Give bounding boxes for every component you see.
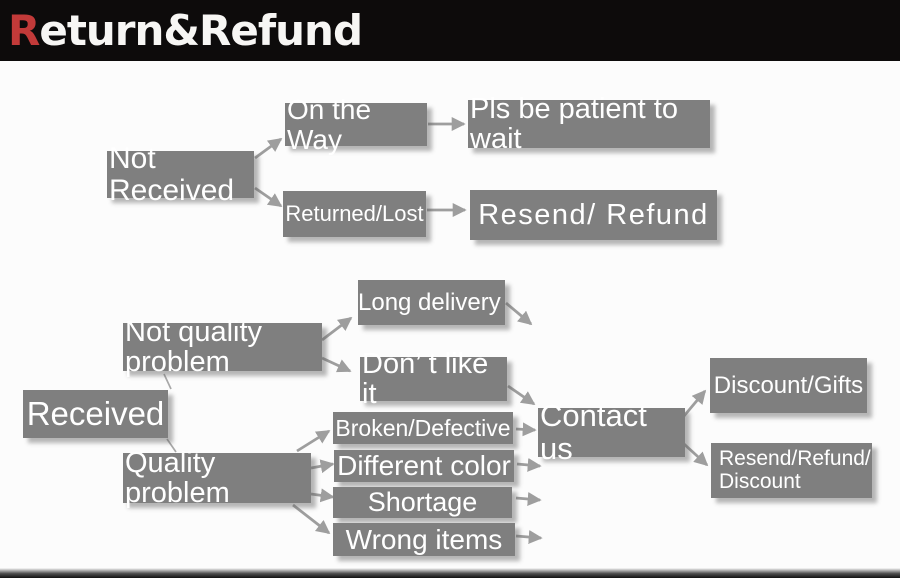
node-dont-like-it: Don’ t like it: [360, 348, 507, 409]
title-banner: Return&Refund: [0, 0, 900, 61]
node-contact-us: Contact us: [538, 399, 685, 464]
node-resend-refund: Resend/ Refund: [470, 190, 717, 240]
node-not-quality-problem: Not quality problem: [123, 316, 322, 377]
node-quality-problem-label: Quality problem: [125, 446, 230, 509]
node-broken-defective: Broken/Defective: [333, 412, 513, 444]
node-contact-us-label: Contact us: [540, 397, 647, 466]
node-discount-gifts: Discount/Gifts: [710, 358, 867, 413]
page-title: Return&Refund: [8, 9, 363, 52]
node-dont-like-it-label: Don’ t like it: [362, 347, 489, 410]
arrow-nqp-to-dont-like-it: [321, 356, 352, 373]
arrow-long-delivery-out: [505, 301, 533, 326]
node-resend-refund-label: Resend/ Refund: [478, 198, 709, 231]
node-on-the-way: On the Way: [285, 95, 427, 154]
node-received-label: Received: [26, 394, 165, 432]
arrow-wrong-items-out: [515, 530, 543, 544]
node-not-received: Not Received: [107, 143, 254, 206]
title-rest-text: eturn&Refund: [39, 5, 363, 55]
title-accent-letter: R: [8, 5, 40, 55]
arrow-different-color-out: [516, 457, 542, 472]
node-returned-lost: Returned/Lost: [283, 191, 426, 237]
node-pls-be-patient: Pls be patient to wait: [468, 93, 710, 154]
arrow-not-received-to-on-the-way: [254, 137, 283, 160]
node-resend-refund-discount-label: Resend/Refund/ Discount: [719, 447, 871, 493]
arrow-qp-to-different-color: [310, 459, 335, 474]
node-on-the-way-label: On the Way: [287, 94, 372, 155]
node-long-delivery-label: Long delivery: [358, 288, 501, 316]
arrow-broken-defective-to-contact-us: [515, 422, 537, 437]
connector-received-to-quality-line: [166, 438, 177, 453]
node-discount-gifts-label: Discount/Gifts: [713, 371, 864, 399]
connector-nqp-to-received-line: [163, 373, 172, 390]
node-not-quality-problem-label: Not quality problem: [125, 315, 263, 378]
node-wrong-items-label: Wrong items: [345, 523, 503, 555]
bottom-edge-strip: [0, 568, 900, 578]
arrow-dont-like-it-to-contact-us: [507, 384, 536, 406]
node-shortage: Shortage: [333, 487, 512, 518]
arrow-shortage-out: [515, 492, 542, 506]
node-returned-lost-label: Returned/Lost: [285, 201, 424, 227]
arrow-qp-to-shortage: [310, 488, 335, 503]
arrow-nqp-to-long-delivery: [321, 316, 353, 342]
node-broken-defective-label: Broken/Defective: [335, 414, 511, 441]
arrow-qp-to-broken-defective: [296, 429, 331, 453]
arrow-qp-to-wrong-items: [292, 503, 331, 535]
node-shortage-label: Shortage: [367, 487, 478, 518]
node-wrong-items: Wrong items: [333, 523, 515, 556]
node-different-color: Different color: [334, 450, 514, 482]
node-quality-problem: Quality problem: [123, 447, 311, 508]
arrow-contact-us-to-resend-refund-discount: [683, 442, 709, 467]
node-long-delivery: Long delivery: [358, 280, 505, 325]
arrow-not-received-to-returned-lost: [254, 186, 283, 208]
node-pls-be-patient-label: Pls be patient to wait: [470, 92, 678, 155]
arrow-contact-us-to-discount-gifts: [682, 389, 707, 417]
node-resend-refund-discount: Resend/Refund/ Discount: [711, 443, 872, 498]
node-not-received-label: Not Received: [109, 142, 235, 207]
node-different-color-label: Different color: [337, 450, 511, 482]
node-received: Received: [23, 390, 168, 438]
